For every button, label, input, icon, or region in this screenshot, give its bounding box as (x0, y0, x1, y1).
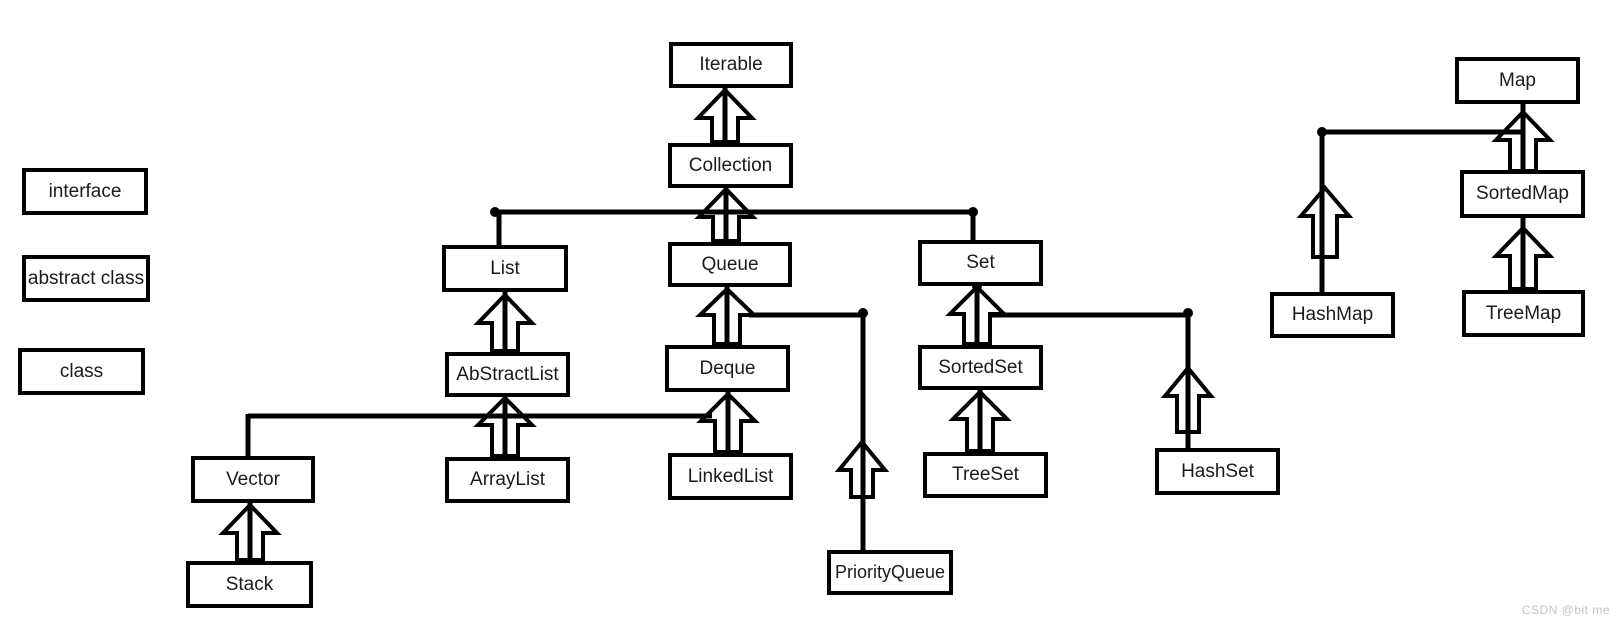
node-vector-label: Vector (226, 468, 280, 490)
node-hashmap: HashMap (1270, 292, 1395, 338)
node-vector: Vector (191, 456, 315, 503)
node-collection-label: Collection (688, 154, 773, 176)
node-priorityqueue-label: PriorityQueue (834, 562, 946, 582)
node-abstractlist: AbStractList (445, 352, 570, 397)
node-arraylist-label: ArrayList (470, 469, 545, 490)
node-sortedmap-label: SortedMap (1476, 183, 1569, 204)
legend-abstract-class-label: abstract class (27, 267, 145, 289)
node-linkedlist: LinkedList (668, 453, 793, 500)
node-sortedset-label: SortedSet (938, 356, 1023, 378)
node-hashset: HashSet (1155, 448, 1280, 495)
junction-dot-hashset-branch (1183, 308, 1193, 318)
node-queue-label: Queue (701, 253, 759, 275)
node-priorityqueue: PriorityQueue (827, 550, 953, 595)
junction-dot-hashmap-branch (1317, 127, 1327, 137)
legend-abstract-class-box: abstract class (22, 255, 150, 302)
node-sortedmap: SortedMap (1460, 170, 1585, 218)
node-queue: Queue (668, 242, 792, 287)
node-deque: Deque (665, 345, 790, 392)
node-map: Map (1455, 57, 1580, 104)
node-iterable-label: Iterable (699, 54, 763, 75)
junction-dot-set-branch (968, 207, 978, 217)
node-abstractlist-label: AbStractList (456, 363, 559, 385)
legend-interface-box: interface (22, 168, 148, 215)
legend-interface-label: interface (48, 180, 122, 202)
junction-dot-priorityqueue-branch (858, 308, 868, 318)
node-stack-label: Stack (225, 573, 274, 595)
legend-class-label: class (59, 360, 104, 382)
node-sortedset: SortedSet (918, 345, 1043, 390)
node-treeset: TreeSet (923, 452, 1048, 498)
node-stack: Stack (186, 561, 313, 608)
node-list-label: List (490, 257, 520, 279)
node-collection: Collection (668, 143, 793, 188)
node-treeset-label: TreeSet (952, 464, 1019, 485)
node-hashset-label: HashSet (1181, 460, 1254, 482)
junction-dot-list-branch (490, 207, 500, 217)
csdn-watermark: CSDN @bit me (1521, 603, 1610, 617)
arrow-hashmap-to-map (1296, 184, 1354, 259)
node-linkedlist-label: LinkedList (687, 465, 774, 487)
node-hashmap-label: HashMap (1291, 304, 1374, 325)
node-set: Set (918, 240, 1043, 286)
node-treemap: TreeMap (1462, 290, 1585, 337)
node-arraylist: ArrayList (445, 457, 570, 503)
node-list: List (442, 245, 568, 292)
legend-class-box: class (18, 348, 145, 395)
node-deque-label: Deque (699, 357, 756, 379)
node-treemap-label: TreeMap (1485, 302, 1562, 324)
node-set-label: Set (966, 252, 995, 273)
node-map-label: Map (1499, 69, 1536, 91)
node-iterable: Iterable (669, 42, 793, 88)
